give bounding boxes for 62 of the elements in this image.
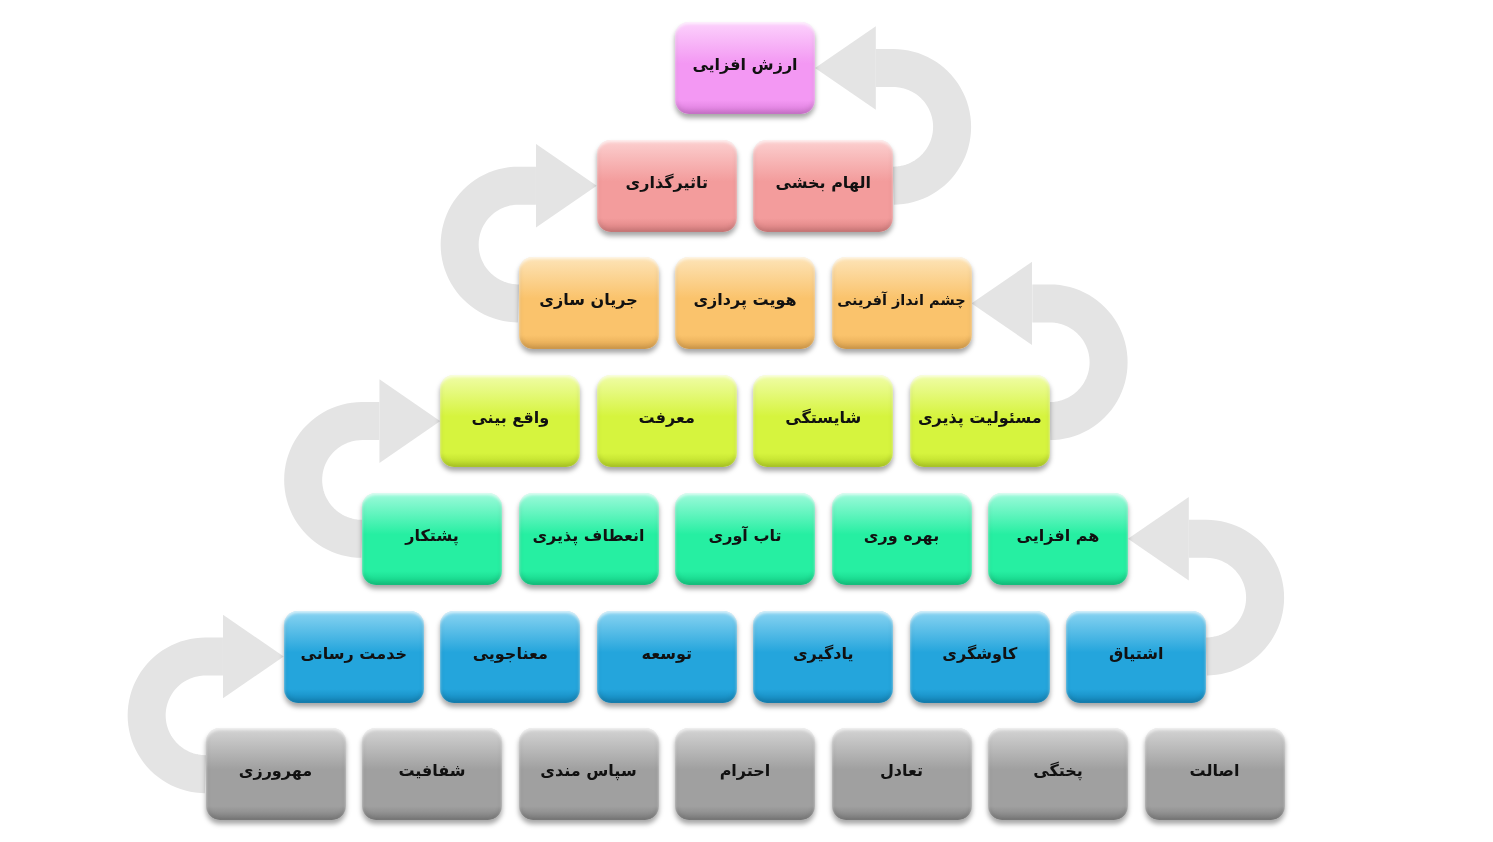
u-turn-arrow (1128, 497, 1285, 676)
box-label: بهره وری (863, 525, 940, 546)
box-label: مسئولیت پذیری (917, 408, 1042, 429)
u-turn-arrow (440, 143, 597, 323)
u-turn-arrow (284, 379, 441, 558)
box-label: مهرورزی (238, 761, 313, 782)
rounded-box (1144, 728, 1285, 821)
box-label: جریان سازی (539, 290, 638, 311)
box-label: یادگیری (792, 643, 854, 664)
rounded-box (675, 492, 815, 585)
u-turn-arrow (815, 26, 972, 205)
box-label: معناجویی (472, 643, 548, 664)
rounded-box (518, 492, 659, 585)
rounded-box (440, 610, 581, 703)
box-label: هویت پردازی (693, 290, 797, 311)
rounded-box (909, 610, 1050, 703)
rounded-box (283, 610, 424, 703)
box-label: هم افزایی (1016, 525, 1100, 546)
box-label: شایستگی (785, 408, 862, 429)
box-label: واقع بینی (471, 408, 550, 429)
box-label: اشتیاق (1108, 643, 1164, 664)
rounded-box (362, 728, 502, 821)
rounded-box (909, 375, 1050, 468)
box-label: پشتکار (405, 525, 459, 546)
rounded-box (440, 375, 581, 468)
rounded-box (596, 375, 737, 468)
rounded-box (675, 22, 815, 114)
box-label: تاب آوری (708, 525, 782, 546)
box-label: تاثیرگذاری (625, 172, 708, 193)
rounded-box (831, 492, 972, 585)
box-label: خدمت رسانی (300, 643, 407, 664)
rounded-box (675, 728, 815, 821)
rounded-box (596, 139, 737, 232)
rounded-box (753, 139, 894, 232)
box-label: احترام (719, 761, 771, 782)
rounded-box (1066, 610, 1207, 703)
box-label: انعطاف پذیری (532, 525, 645, 546)
rounded-box (831, 728, 972, 821)
box-label: تعادل (879, 761, 924, 782)
rounded-box (988, 492, 1128, 585)
box-label: پختگی (1033, 761, 1083, 782)
box-label: چشم انداز آفرینی (837, 291, 966, 310)
u-turn-arrow (127, 614, 284, 794)
rounded-box (753, 610, 894, 703)
rounded-box (518, 728, 659, 821)
rounded-box (205, 728, 346, 821)
rounded-box (753, 375, 894, 468)
u-turn-arrow (971, 261, 1128, 441)
box-label: شفافیت (398, 761, 466, 782)
box-label: توسعه (641, 643, 692, 664)
box-label: اصالت (1189, 761, 1240, 782)
box-label: معرفت (638, 408, 695, 429)
box-label: ارزش افزایی (692, 55, 798, 75)
rounded-box (831, 257, 972, 350)
rounded-box (675, 257, 815, 350)
rounded-box (988, 728, 1128, 821)
rounded-box (596, 610, 737, 703)
box-label: الهام بخشی (775, 172, 871, 193)
rounded-box (518, 257, 659, 350)
rounded-box (362, 492, 502, 585)
box-label: کاوشگری (942, 643, 1018, 664)
box-label: سپاس مندی (540, 761, 637, 782)
